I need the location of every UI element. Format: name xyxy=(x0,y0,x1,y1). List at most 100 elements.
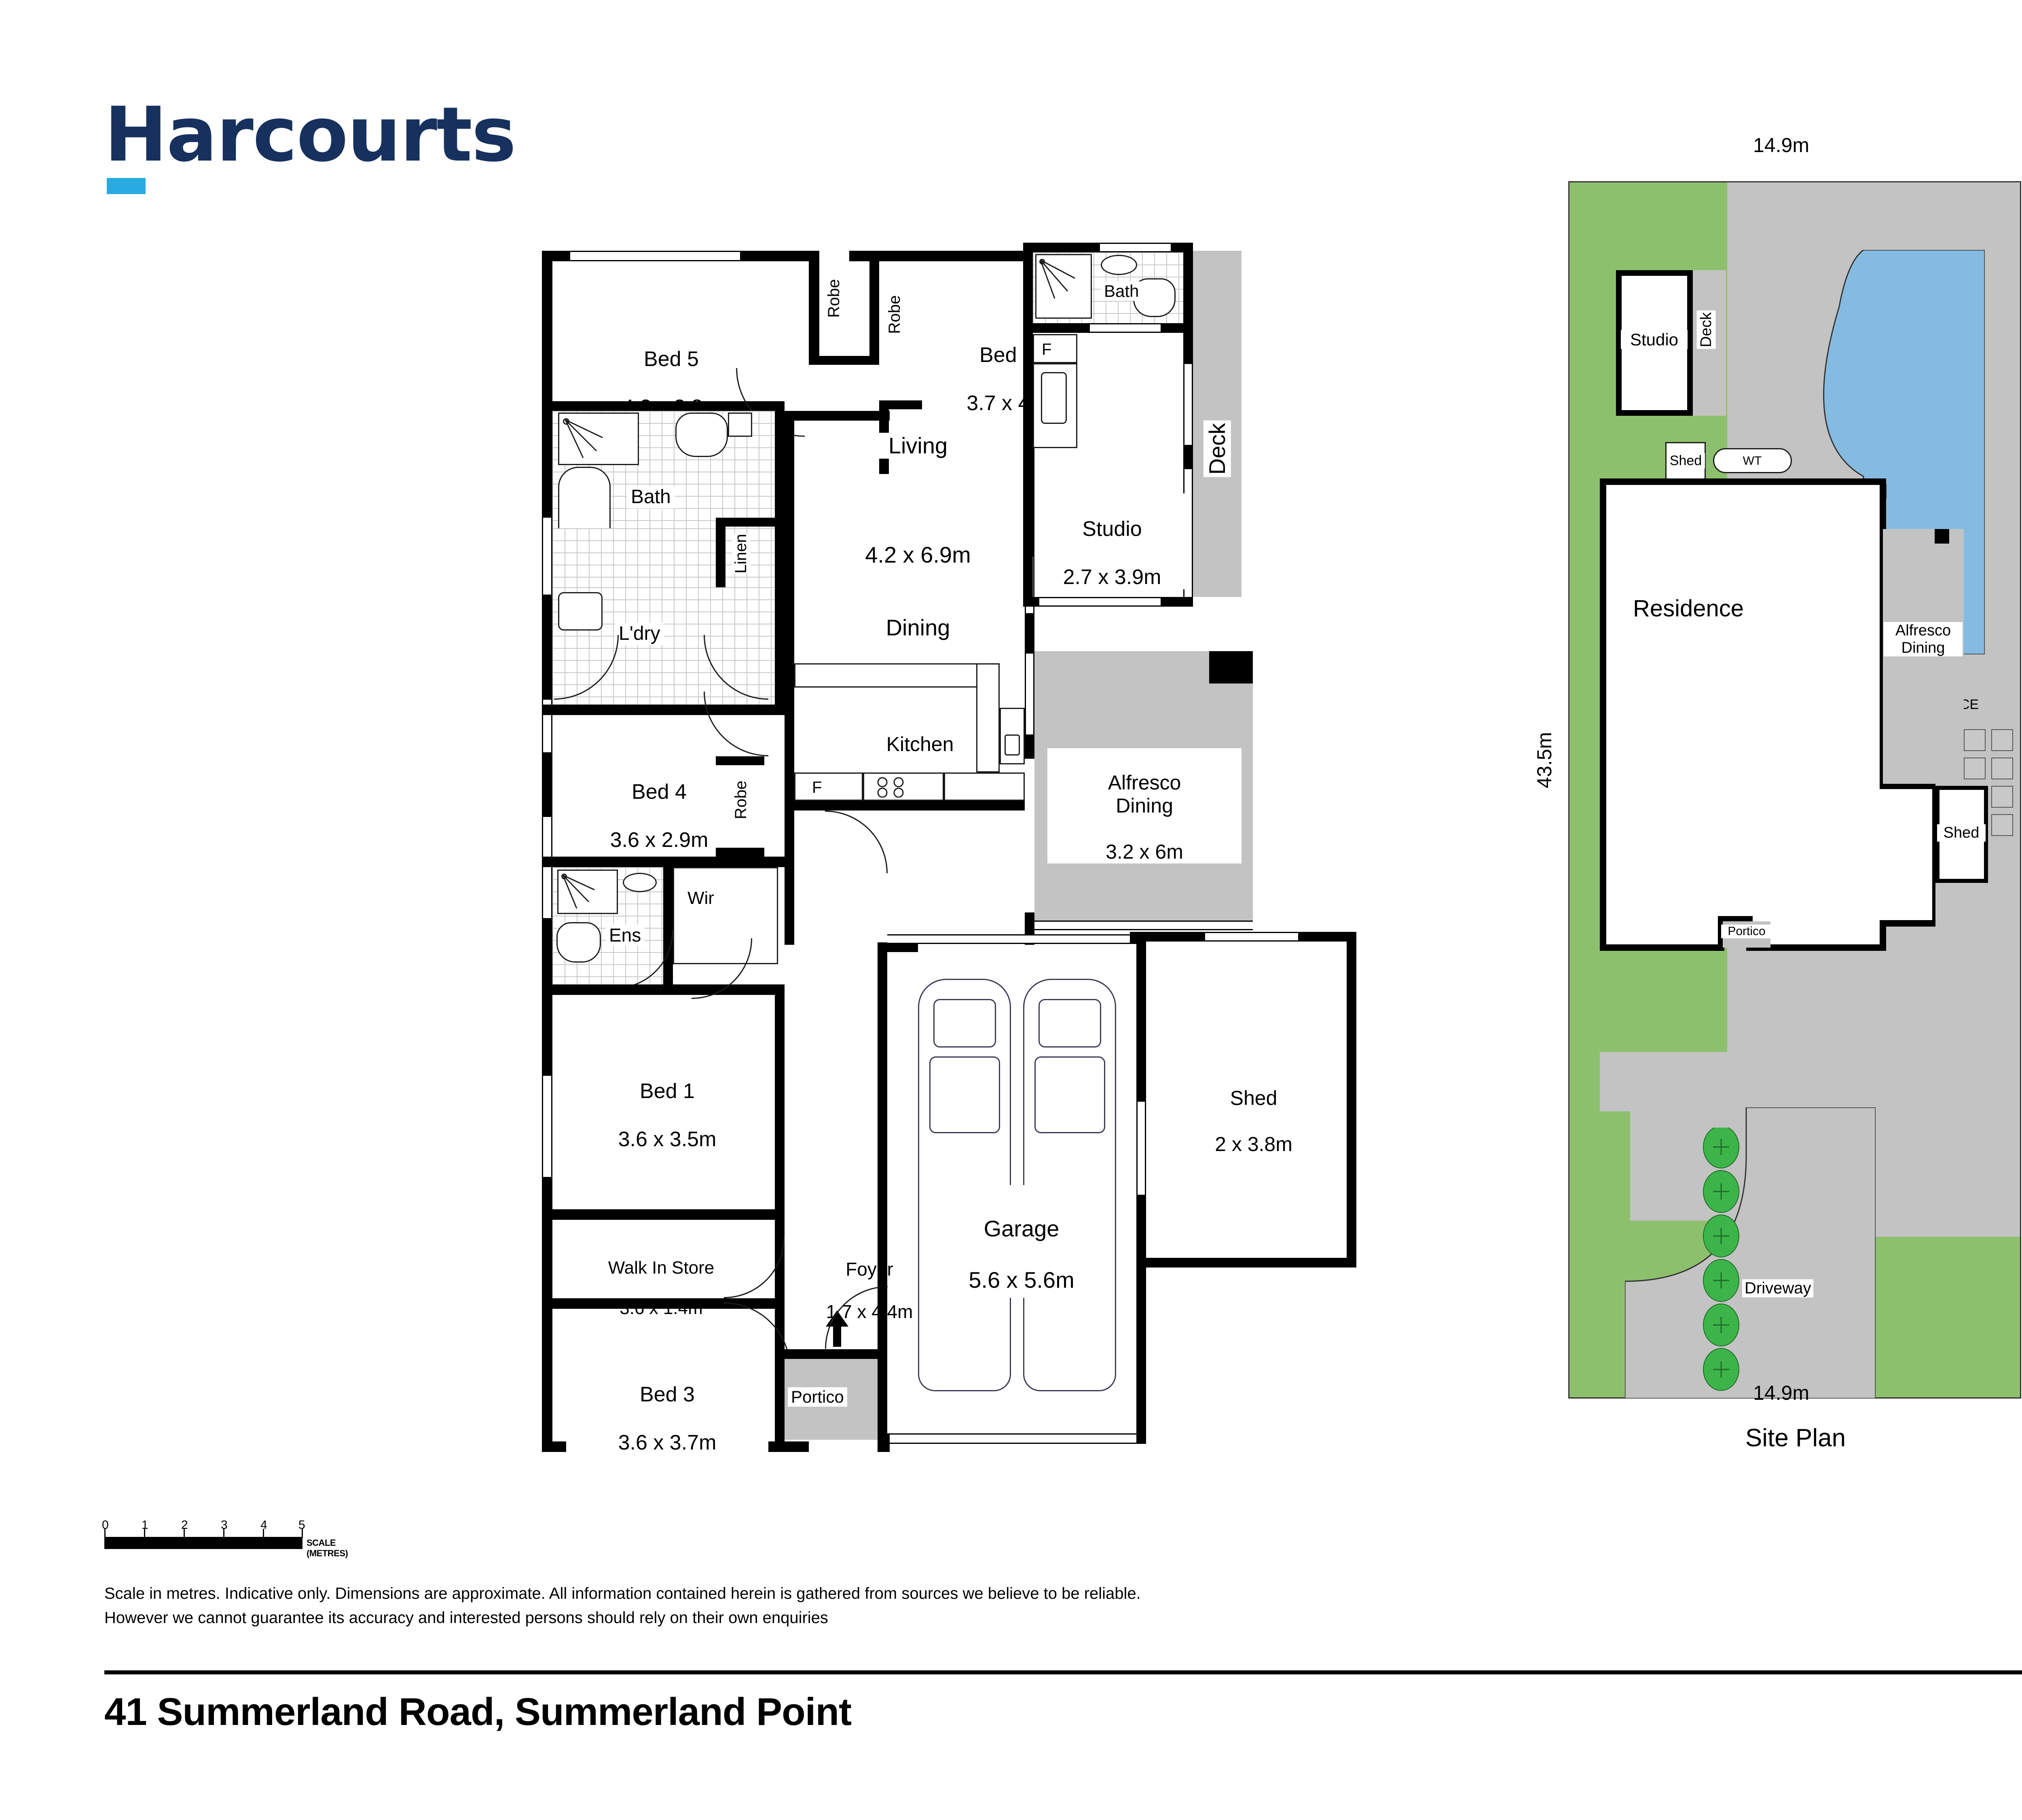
room-bath-lower xyxy=(552,528,785,587)
sliding-door-alfresco[interactable] xyxy=(1025,654,1034,734)
shower-spray-studio-icon xyxy=(1040,259,1075,299)
garage-door[interactable] xyxy=(887,1433,1136,1444)
disclaimer-text: Scale in metres. Indicative only. Dimens… xyxy=(104,1585,1141,1627)
window-bed5 xyxy=(570,251,740,261)
site-water-tank xyxy=(1713,448,1792,473)
label-deck: Deck xyxy=(1203,421,1231,477)
label-robe-bed5: Robe xyxy=(825,279,844,318)
footer-rule xyxy=(104,1670,2022,1674)
scale-tick-2: 2 xyxy=(181,1518,188,1532)
wall-bed4-bottom xyxy=(542,857,785,867)
label-robe-bed2: Robe xyxy=(886,295,904,334)
basin-ens xyxy=(623,873,657,892)
wall-shed-right xyxy=(1347,932,1356,1268)
window-garage-top xyxy=(887,934,1130,944)
wall-robe4-topbar xyxy=(716,756,764,765)
room-label-ldry: L'dry xyxy=(615,623,664,645)
room-label-living: Living xyxy=(817,433,1019,459)
lawn-front-right xyxy=(1859,1269,2020,1397)
basin-studio xyxy=(1101,255,1137,275)
wall-garage-right-a xyxy=(1136,932,1146,1102)
toilet-ens xyxy=(556,922,601,963)
scale-bar: 0 1 2 3 4 5 SCALE (METRES) xyxy=(102,1518,348,1558)
window-bed1 xyxy=(542,1076,552,1177)
label-site-portico: Portico xyxy=(1721,925,1772,938)
shower-spray-ens-icon xyxy=(562,874,595,909)
residence-outline xyxy=(1600,478,1935,951)
wall-garage-left xyxy=(878,942,887,1444)
room-label-living-dims: 4.2 x 6.9m xyxy=(817,542,1019,568)
room-label-shed: Shed 2 x 3.8m xyxy=(1161,1064,1347,1156)
wall-bed1-right xyxy=(775,995,785,1209)
label-site-studio: Studio xyxy=(1621,330,1688,349)
room-label-portico: Portico xyxy=(788,1387,847,1407)
wall-robe-divider xyxy=(869,251,879,365)
shower-bath xyxy=(558,413,639,465)
label-site-deck: Deck xyxy=(1697,311,1716,349)
label-fridge: F xyxy=(812,779,822,797)
scale-tick-5: 5 xyxy=(298,1518,305,1532)
wall-portico-top xyxy=(785,1349,878,1359)
scale-caption: SCALE (METRES) xyxy=(307,1538,348,1558)
wall-studio-right-a xyxy=(1183,243,1193,364)
door-bed4[interactable] xyxy=(704,692,768,756)
floor-plan: Bed 5 4.2 x 2.8m Robe Robe Bed 2 3.7 x 4… xyxy=(542,243,1356,1496)
toilet-bath xyxy=(675,413,728,457)
harcourts-logo: Harcourts xyxy=(104,97,516,194)
dim-site-left: 43.5m xyxy=(1533,732,1556,788)
wall-garage-right-b xyxy=(1136,1195,1146,1444)
window-studio-bath xyxy=(1100,243,1171,252)
car-left-rear-window xyxy=(933,999,996,1048)
bench-kitchen-bottom xyxy=(944,772,1025,801)
label-site-shed-right: Shed xyxy=(1937,824,1986,842)
scale-tick-1: 1 xyxy=(142,1518,148,1532)
shed-door[interactable] xyxy=(1205,932,1298,942)
label-robe-bed4: Robe xyxy=(732,781,751,819)
wall-garage-topleft xyxy=(878,942,918,952)
sliding-door-studio[interactable] xyxy=(1183,364,1193,445)
driveway-curve xyxy=(1625,1107,1876,1399)
wall-alfresco-corner xyxy=(1209,651,1253,684)
scale-tick-4: 4 xyxy=(260,1518,267,1532)
shower-spray-icon xyxy=(565,419,603,458)
dim-site-top: 14.9m xyxy=(1753,134,1809,157)
robe-wir-shelf xyxy=(673,867,778,964)
wall-robe1 xyxy=(809,356,869,365)
site-plan: Driveway Pool Studio Deck Shed WT FENCE xyxy=(1568,181,2021,1399)
wall-robe2-bottom xyxy=(879,400,936,409)
sink-bowl-icon xyxy=(1005,734,1020,756)
wall-studio-right-node xyxy=(1183,445,1193,469)
room-label-garage: Garage 5.6 x 5.6m xyxy=(946,1185,1097,1298)
room-label-linen: Linen xyxy=(732,534,751,574)
wall-kitchen-bottom xyxy=(794,801,1025,811)
scale-bar-group: 0 1 2 3 4 5 SCALE (METRES) xyxy=(102,1518,348,1558)
cistern-bath xyxy=(728,413,752,437)
bench-kitchen-island xyxy=(794,663,1000,688)
wall-wet-right xyxy=(775,411,785,715)
wall-garage-bl xyxy=(878,1433,890,1452)
fridge-studio xyxy=(1033,334,1077,363)
sink-studio xyxy=(1041,372,1067,424)
scale-tick-3: 3 xyxy=(221,1518,228,1532)
wall-bed5-bottom xyxy=(542,401,785,411)
label-fridge-studio: F xyxy=(1042,341,1052,359)
bench-cooktop xyxy=(863,772,944,801)
wall-ens-bottom xyxy=(542,984,785,995)
wall-ens-right xyxy=(663,867,673,984)
door-kitchen-garage[interactable] xyxy=(825,811,888,873)
car-right-windshield xyxy=(1034,1056,1105,1133)
car-right-rear-window xyxy=(1038,999,1101,1048)
label-water-tank: WT xyxy=(1743,454,1762,468)
wall-linen-top xyxy=(716,518,789,527)
door-studio-bath[interactable] xyxy=(1090,323,1161,333)
wall-shed-bottom xyxy=(1146,1258,1356,1268)
room-label-wir: Wir xyxy=(687,888,714,909)
cooktop-icon xyxy=(877,777,904,798)
room-label-alfresco: Alfresco Dining 3.2 x 6m xyxy=(1047,748,1242,863)
room-label-dining: Dining xyxy=(817,615,1019,641)
fridge-kitchen xyxy=(794,772,863,801)
label-site-shed-top: Shed xyxy=(1667,453,1705,469)
wall-living-right-b xyxy=(1025,613,1034,654)
wall-bed1-bottom xyxy=(542,1209,785,1220)
window-bed4 xyxy=(542,817,552,918)
